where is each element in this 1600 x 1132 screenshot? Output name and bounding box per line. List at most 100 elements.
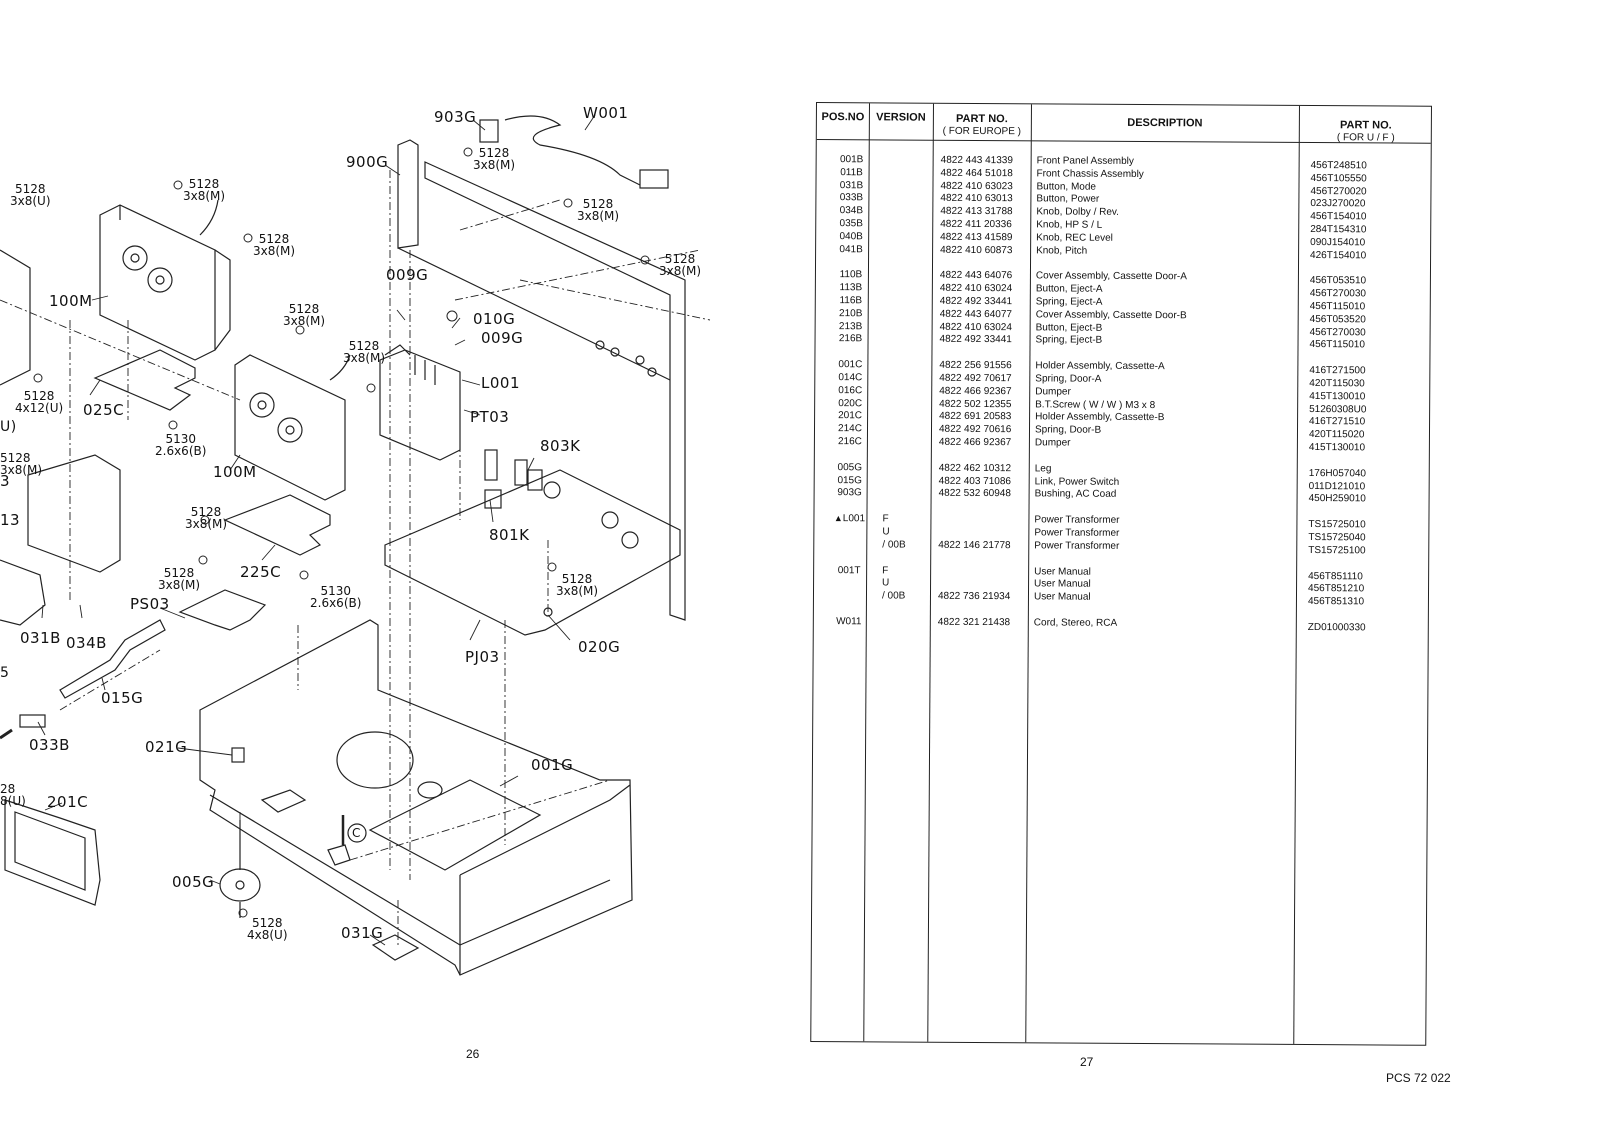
cell-part-no-europe: 4822 466 92367 (938, 436, 1012, 449)
cell-pos-no: 903G (837, 487, 862, 499)
cell-version: F (882, 513, 889, 525)
cell-description: Leg (1034, 463, 1052, 475)
cell-pos-no: 116B (839, 295, 863, 307)
cell-part-no-europe: 4822 492 70617 (939, 372, 1012, 385)
cell-part-no-uf: 426T154010 (1310, 249, 1367, 261)
plate-225c (223, 494, 331, 556)
screw-icons (33, 147, 650, 918)
cell-part-no-europe: 4822 410 60873 (940, 244, 1013, 256)
table-row: / 00B 4822 736 21934 User Manual 456T851310 (814, 589, 1428, 608)
callout-015g: 015G (101, 689, 144, 707)
cell-part-no-europe: 4822 410 63024 (939, 321, 1012, 333)
cell-description: Button, Eject-A (1035, 283, 1103, 295)
cell-part-no-europe: 4822 492 70616 (938, 423, 1012, 436)
cell-version: U (882, 526, 890, 538)
cell-description: Spring, Eject-A (1035, 296, 1103, 308)
cassette-mechanism-b (234, 354, 351, 501)
callout-201c: 201C (47, 793, 89, 811)
parts-list-table: POS.NO VERSION PART NO. ( FOR EUROPE ) D… (810, 102, 1432, 1046)
cell-part-no-europe: 4822 492 33441 (939, 295, 1013, 308)
cell-part-no-europe: 4822 410 63013 (940, 193, 1013, 205)
cell-part-no-europe: 4822 321 21438 (937, 616, 1011, 629)
callout-034b: 034B (66, 634, 107, 652)
switch-board-ps03 (178, 589, 267, 631)
cell-part-no-europe: 4822 464 51018 (940, 167, 1013, 180)
cell-part-no-europe: 4822 411 20336 (940, 218, 1012, 231)
front-buttons (0, 559, 46, 626)
cell-description: User Manual (1034, 565, 1091, 578)
callout-pj03: PJ03 (465, 648, 500, 666)
cell-description: Spring, Door-B (1034, 424, 1102, 436)
label-021g (231, 747, 245, 763)
callout-801k: 801K (489, 526, 530, 544)
cell-pos-no: 001C (838, 359, 863, 371)
cell-pos-no: 216C (837, 436, 862, 448)
cell-pos-no: 214C (838, 423, 862, 435)
c-marker-circle (347, 823, 367, 843)
callout-010g: 010G (473, 310, 516, 328)
label-031g (371, 934, 420, 961)
callout-100m-upper: 100M (49, 292, 93, 310)
cell-description: Power Transformer (1034, 514, 1120, 527)
cell-pos-no: 001T (837, 564, 861, 576)
cell-pos-no: 005G (837, 461, 863, 474)
cell-pos-no: 201C (838, 410, 863, 422)
cell-version: F (882, 565, 889, 577)
cell-part-no-uf: TS15725100 (1308, 544, 1366, 557)
cell-version: / 00B (882, 539, 906, 551)
callout-009g-left: 009G (386, 266, 429, 284)
cell-description: Spring, Door-A (1035, 373, 1102, 385)
cell-description: Cover Assembly, Cassette Door-B (1035, 309, 1187, 322)
cell-part-no-uf: 456T851310 (1307, 596, 1365, 608)
cell-pos-no: 210B (838, 307, 863, 320)
callout-c-marker: C (352, 826, 361, 840)
cell-part-no-europe: 4822 413 41589 (940, 231, 1013, 243)
cell-description: B.T.Screw ( W / W ) M3 x 8 (1035, 398, 1156, 411)
document-code: PCS 72 022 (1386, 1071, 1451, 1085)
cell-part-no-europe: 4822 410 63023 (940, 180, 1013, 192)
cell-part-no-europe: 4822 736 21934 (937, 590, 1011, 603)
callout-005g: 005G (172, 873, 215, 891)
assembly-lines (0, 170, 711, 945)
cell-description: User Manual (1033, 591, 1091, 603)
rear-panel-900g (397, 139, 686, 621)
cell-version: / 00B (881, 590, 906, 602)
cell-part-no-uf: 415T130010 (1308, 442, 1366, 454)
cassette-mechanism-a (99, 199, 231, 361)
header-description: DESCRIPTION (1127, 116, 1203, 130)
callout-021g: 021G (145, 738, 188, 756)
header-pos-no: POS.NO (821, 111, 865, 124)
cell-description: Button, Power (1036, 193, 1100, 206)
cell-pos-no: 213B (838, 320, 863, 332)
callout-009g-right: 009G (481, 329, 524, 347)
callout-225c: 225C (240, 563, 282, 581)
cell-description: Button, Eject-B (1035, 321, 1103, 334)
cell-description: User Manual (1034, 578, 1091, 591)
cell-pos-no: 041B (839, 243, 863, 255)
link-015g (59, 619, 166, 699)
cell-part-no-europe: 4822 146 21778 (938, 539, 1011, 551)
cell-description: Holder Assembly, Cassette-B (1035, 411, 1165, 424)
header-part-no-uf: PART NO. ( FOR U / F ) (1336, 119, 1395, 144)
cell-pos-no: ▲L001 (824, 512, 874, 525)
cell-part-no-europe: 4822 462 10312 (938, 462, 1012, 474)
cell-part-no-uf: ZD01000330 (1307, 622, 1366, 634)
cell-part-no-europe: 4822 413 31788 (940, 205, 1013, 218)
cell-description: Link, Power Switch (1034, 475, 1120, 488)
cell-pos-no: 011B (840, 166, 863, 179)
cell-pos-no: 015G (837, 474, 862, 486)
callout-033b: 033B (29, 736, 70, 754)
